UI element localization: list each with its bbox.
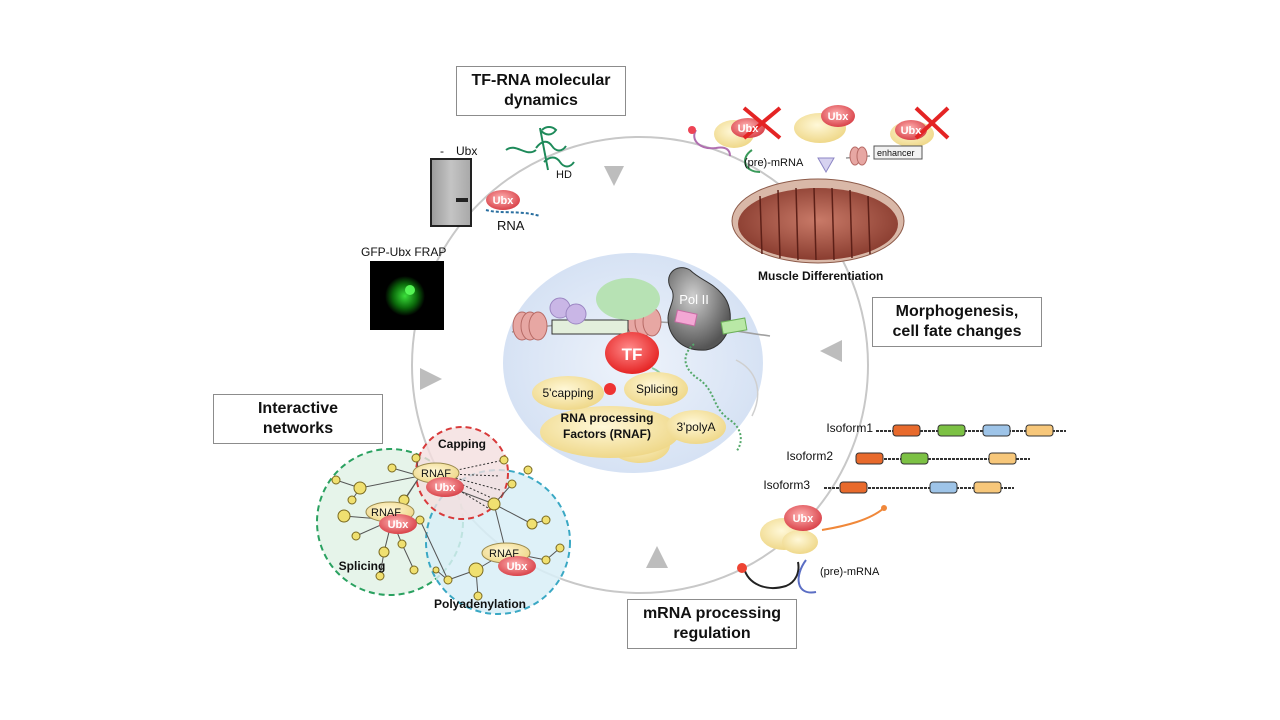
isoform-2-track (855, 452, 1030, 465)
cycle-ring (411, 136, 869, 594)
br-rna-blue (797, 559, 817, 594)
br-rna-orange-end (881, 505, 887, 511)
morpho-line1: Morphogenesis, (895, 303, 1019, 320)
gene-body-box (551, 319, 629, 335)
top-ubx-tag-3: Ubx (901, 125, 923, 137)
red-cross-icon-1 (742, 106, 782, 140)
mrna-line2: regulation (673, 625, 751, 642)
morphogenesis-box: Morphogenesis, cell fate changes (872, 297, 1042, 347)
top-rna-strand (693, 129, 731, 157)
cycle-arrow-left (420, 368, 442, 390)
muscle-label: Muscle Differentiation (758, 269, 883, 283)
pol2-label: Pol II (679, 292, 709, 307)
gel-ubx-blob (486, 190, 520, 210)
tf-label: TF (622, 345, 643, 364)
enhancer-label: enhancer (877, 148, 915, 158)
net-ubx-tag-2: Ubx (388, 519, 410, 531)
cycle-arrow-bottom (646, 546, 668, 568)
isoform-3-label: Isoform3 (763, 478, 810, 492)
polya-label: 3'polyA (677, 420, 716, 434)
br-factor-2 (782, 530, 818, 554)
splicing-blob (624, 372, 688, 406)
networks-line2: networks (262, 420, 334, 437)
top-ubx-1 (731, 118, 765, 138)
br-rna-orange (821, 507, 885, 531)
cycle-arrow-right (820, 340, 842, 362)
br-rna-cap (737, 563, 747, 573)
networks-line1: Interactive (257, 400, 339, 417)
isoform-1-track (876, 424, 1066, 437)
top-rna-cap (688, 126, 696, 134)
net-polyadenylation-label: Polyadenylation (434, 597, 526, 611)
capping-label: 5'capping (543, 386, 594, 400)
interactive-networks-box: Interactive networks (213, 394, 383, 444)
mrna-line1: mRNA processing (642, 605, 782, 622)
br-rna-black (743, 561, 800, 589)
top-nucleosome-2 (856, 146, 868, 166)
isoform-1-label: Isoform1 (826, 421, 873, 435)
isoform-2-label: Isoform2 (786, 449, 833, 463)
polya-blob (666, 410, 726, 444)
red-cross-icon-2 (914, 106, 950, 140)
homeodomain-helix-icon (505, 126, 575, 171)
net-ubx-2 (379, 514, 417, 534)
rnaf-blob-main (540, 406, 680, 458)
gel-band (456, 198, 468, 202)
nascent-rna-tail (735, 359, 759, 417)
mediator-complex (596, 278, 660, 320)
top-premrna-label: (pre)-mRNA (744, 157, 804, 169)
net-rnaf-label-2: RNAF (371, 507, 401, 519)
net-rnaf-label-3: RNAF (489, 548, 519, 560)
top-ubx-2 (821, 105, 855, 127)
embryo-segments (759, 187, 871, 261)
splicing-label: Splicing (636, 382, 678, 396)
morpho-line2: cell fate changes (892, 323, 1022, 340)
net-ubx-1 (426, 477, 464, 497)
frap-label: GFP-Ubx FRAP (361, 245, 446, 259)
tf-rna-line1: TF-RNA molecular (471, 72, 611, 89)
purple-factor-2 (565, 303, 587, 325)
tf-blob (605, 332, 659, 374)
frap-cell (385, 276, 425, 316)
br-ubx-tag: Ubx (793, 513, 815, 525)
net-capping-label: Capping (438, 437, 486, 451)
net-ubx-tag-1: Ubx (435, 482, 457, 494)
gel-ubx-label: Ubx (456, 144, 477, 158)
net-ubx-tag-3: Ubx (507, 561, 529, 573)
enhancer-box (873, 145, 923, 160)
nascent-rna (684, 343, 742, 453)
rnaf-label-line1: RNA processing (561, 411, 654, 425)
premrna-strand (744, 149, 761, 173)
tf-rna-line2: dynamics (504, 92, 578, 109)
tf-rna-dynamics-box: TF-RNA molecular dynamics (456, 66, 626, 116)
gel-rna-label: RNA (497, 218, 525, 233)
mrna-processing-box: mRNA processing regulation (627, 599, 797, 649)
nucleosome-left (512, 311, 548, 341)
pink-tag (674, 309, 698, 327)
down-arrow-icon (817, 157, 835, 174)
frap-spot (405, 285, 415, 295)
br-ubx (784, 505, 822, 531)
gel-ubx-tag: Ubx (493, 195, 515, 207)
top-ubx-tag-2: Ubx (828, 111, 850, 123)
net-ubx-3 (498, 556, 536, 576)
gel-rna-strand (485, 209, 541, 217)
cycle-arrow-top (604, 166, 624, 186)
isoform-3-track (824, 481, 1014, 494)
cap-dot (604, 383, 616, 395)
gel-image (430, 158, 472, 227)
net-rnaf-label-1: RNAF (421, 468, 451, 480)
gel-minus-label: - (440, 144, 444, 158)
pol2-shape (667, 267, 731, 351)
top-ubx-tag-1: Ubx (738, 123, 760, 135)
net-splicing-label: Splicing (339, 559, 386, 573)
hd-label: HD (556, 169, 572, 181)
rnaf-label-line2: Factors (RNAF) (563, 427, 651, 441)
green-tag (720, 317, 748, 335)
capping-blob (532, 376, 604, 410)
br-premrna-label: (pre)-mRNA (820, 566, 880, 578)
